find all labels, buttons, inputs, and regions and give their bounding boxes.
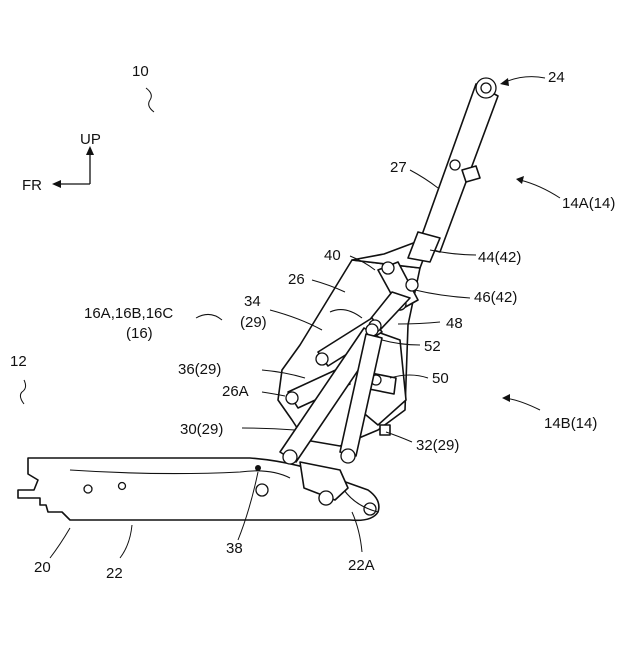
- seatback-frame: [408, 78, 498, 262]
- label-52: 52: [424, 338, 441, 355]
- label-48: 48: [446, 315, 463, 332]
- label-12: 12: [10, 353, 27, 370]
- label-26A: 26A: [222, 383, 249, 400]
- up-label: UP: [80, 131, 101, 148]
- label-50: 50: [432, 370, 449, 387]
- label-16b: (16): [126, 325, 153, 342]
- label-30: 30(29): [180, 421, 223, 438]
- label-40: 40: [324, 247, 341, 264]
- label-44: 44(42): [478, 249, 521, 266]
- label-10: 10: [132, 63, 149, 80]
- label-46: 46(42): [474, 289, 517, 306]
- label-20: 20: [34, 559, 51, 576]
- label-34: 34: [244, 293, 261, 310]
- label-34b: (29): [240, 314, 267, 331]
- label-22: 22: [106, 565, 123, 582]
- direction-indicator: UP FR: [22, 131, 101, 194]
- label-14B: 14B(14): [544, 415, 597, 432]
- label-22A: 22A: [348, 557, 375, 574]
- marker-38: [255, 465, 261, 471]
- label-38: 38: [226, 540, 243, 557]
- label-32: 32(29): [416, 437, 459, 454]
- label-24: 24: [548, 69, 565, 86]
- label-27: 27: [390, 159, 407, 176]
- label-16: 16A,16B,16C: [84, 305, 173, 322]
- front-label: FR: [22, 177, 42, 194]
- label-36: 36(29): [178, 361, 221, 378]
- label-14A: 14A(14): [562, 195, 615, 212]
- label-26: 26: [288, 271, 305, 288]
